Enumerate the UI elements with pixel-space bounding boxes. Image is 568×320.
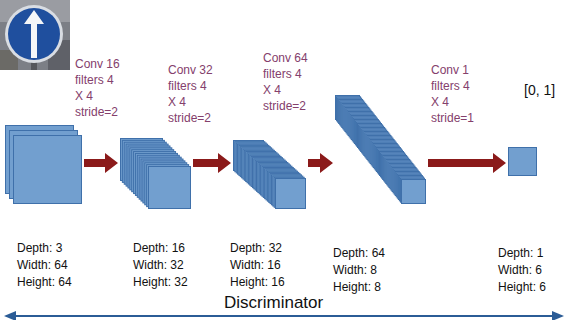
conv-arrow [193,153,231,173]
conv-label: Conv 16 filters 4 X 4 stride=2 [75,56,121,120]
layer-block: Depth: 3 Width: 64 Height: 64 [5,125,82,204]
conv-arrow [308,153,333,173]
conv-arrow [84,153,118,173]
layer-dimensions: Depth: 64 Width: 8 Height: 8 [333,245,403,296]
layer-dimensions: Depth: 16 Width: 32 Height: 32 [133,240,203,291]
conv-label: Conv 1 filters 4 X 4 stride=1 [431,62,477,126]
diagram-title: Discriminator [220,293,327,313]
sign-photo [0,0,70,70]
layer-stack [233,140,307,210]
conv-arrow [428,153,506,173]
layer-stack [5,125,83,205]
layer-stack [508,147,538,177]
layer-dimensions: Depth: 3 Width: 64 Height: 64 [17,240,87,291]
layer-stack [120,138,192,210]
layer-block: [0, 1]Depth: 1 Width: 6 Height: 6 [508,147,537,176]
conv-label: Conv 32 filters 4 X 4 stride=2 [168,62,214,126]
conv-label: Conv 64 filters 4 X 4 stride=2 [263,50,309,114]
layer-block: Depth: 32 Width: 16 Height: 16 [233,140,306,209]
output-range: [0, 1] [524,82,555,99]
layer-stack [335,95,427,205]
layer-block: Depth: 64 Width: 8 Height: 8 [335,95,426,204]
layer-dimensions: Depth: 1 Width: 6 Height: 6 [498,245,568,296]
layer-dimensions: Depth: 32 Width: 16 Height: 16 [230,240,300,291]
layer-block: Depth: 16 Width: 32 Height: 32 [120,138,191,209]
